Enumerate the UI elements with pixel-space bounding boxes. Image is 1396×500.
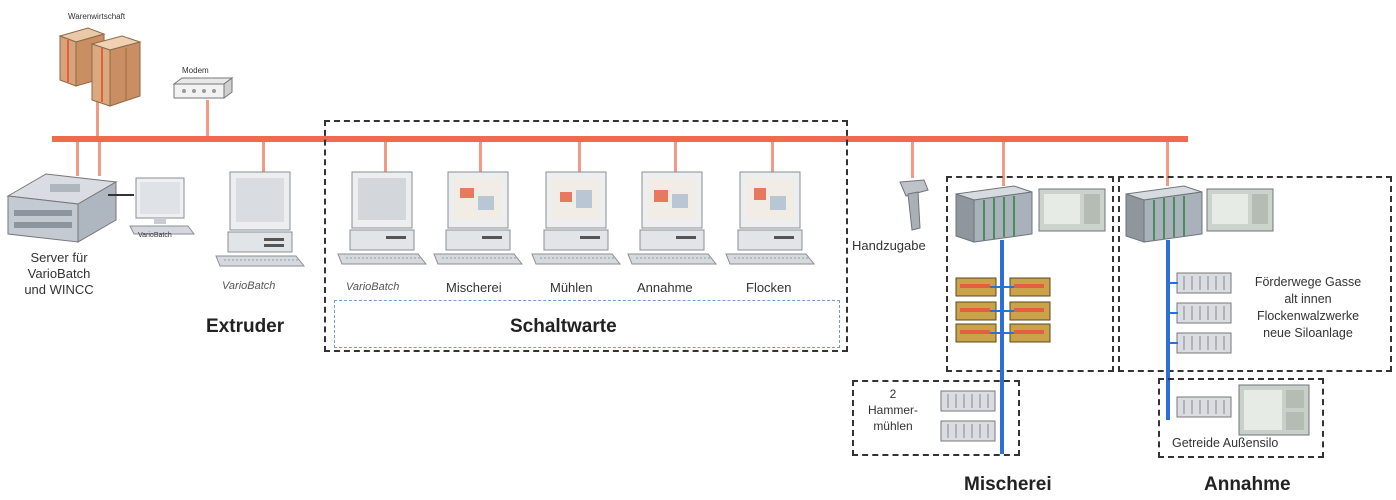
profibus-annahme-branch-1 [1168, 282, 1178, 284]
annahme-note-2: alt innen [1284, 292, 1332, 306]
server-caption-line3: und WINCC [24, 282, 94, 297]
handzugabe-label: Handzugabe [852, 238, 926, 253]
station-label-1: VarioBatch [346, 281, 400, 293]
station-label-2: Mischerei [446, 280, 502, 295]
server-monitor-icon [129, 177, 195, 235]
station-pc-icon-5 [725, 171, 816, 265]
hmi-panel-icon-annahme [1206, 188, 1274, 232]
server-caption-line2: VarioBatch [27, 266, 91, 281]
bus-drop-annahme [1166, 142, 1169, 186]
drive-units-icon [955, 277, 1051, 343]
extruder-pc-icon [215, 171, 306, 267]
plc-rack-icon-mischerei [955, 185, 1033, 243]
annahme-note-4: neue Siloanlage [1263, 326, 1353, 340]
bus-drop-st2 [479, 142, 482, 172]
station-pc-icon-2 [433, 171, 524, 265]
station-pc-icon-3 [531, 171, 622, 265]
schaltwarte-label-box [334, 300, 840, 348]
annahme-note-3: Flockenwalzwerke [1256, 309, 1360, 323]
station-pc-icon-1 [337, 171, 428, 265]
io-module-icon-hammer-2 [940, 420, 996, 442]
bus-drop-extruder [262, 142, 265, 172]
station-pc-icon-4 [627, 171, 718, 265]
profibus-annahme [1166, 240, 1170, 420]
server-caption: Server für VarioBatch und WINCC [14, 250, 104, 298]
profibus-branch-2 [990, 310, 1014, 312]
bus-drop-mischerei [1002, 142, 1005, 186]
annahme-note-1: Förderwege Gasse [1254, 275, 1362, 289]
bus-drop-st4 [674, 142, 677, 172]
plc-rack-icon-annahme [1125, 185, 1203, 243]
hammermuehlen-group [852, 380, 1020, 456]
io-module-icon-silo [1176, 396, 1232, 418]
modem-icon [172, 77, 234, 99]
extruder-pc-label: VarioBatch [222, 280, 276, 292]
profibus-annahme-branch-2 [1168, 312, 1178, 314]
hammer-line1: 2 [889, 387, 897, 401]
server-caption-line1: Server für [30, 250, 88, 265]
io-module-icon-annahme-1 [1176, 272, 1232, 294]
annahme-title: Annahme [1204, 474, 1291, 495]
schaltwarte-title: Schaltwarte [510, 316, 617, 337]
warehouse-label: Warenwirtschaft [68, 12, 126, 21]
server-monitor-label: VarioBatch [138, 232, 172, 239]
annahme-notes: Förderwege Gasse alt innen Flockenwalzwe… [1234, 274, 1382, 342]
barcode-scanner-icon [899, 179, 929, 231]
aussensilo-group [1158, 378, 1324, 458]
hammer-line2: Hammer- [868, 403, 918, 417]
bus-drop-modem [206, 100, 209, 136]
mischerei-group [946, 176, 1114, 372]
bus-drop-server [76, 142, 79, 176]
control-cabinet-icon-silo [1238, 384, 1310, 436]
station-label-4: Annahme [637, 280, 693, 295]
bus-drop-warehouse [96, 100, 99, 136]
station-label-3: Mühlen [550, 280, 593, 295]
annahme-group [1118, 176, 1392, 372]
bus-drop-st5 [771, 142, 774, 172]
bus-drop-st3 [578, 142, 581, 172]
hammer-line3: mühlen [873, 419, 913, 433]
aussensilo-label: Getreide Außensilo [1172, 436, 1279, 450]
bus-drop-server2 [98, 142, 101, 176]
ethernet-bus [52, 136, 1188, 142]
warehouse-server-icon [58, 27, 142, 107]
profibus-annahme-branch-3 [1168, 342, 1178, 344]
hmi-panel-icon-mischerei [1038, 188, 1106, 232]
station-label-5: Flocken [746, 280, 792, 295]
mischerei-title: Mischerei [964, 474, 1052, 495]
profibus-mischerei [1000, 240, 1004, 454]
schaltwarte-group [324, 120, 848, 352]
bus-drop-handzugabe [911, 142, 914, 178]
rack-server-icon [6, 173, 118, 243]
io-module-icon-annahme-3 [1176, 332, 1232, 354]
extruder-title: Extruder [206, 316, 285, 337]
profibus-branch-1 [990, 286, 1014, 288]
io-module-icon-hammer-1 [940, 390, 996, 412]
modem-label: Modem [182, 66, 209, 75]
bus-drop-st1 [384, 142, 387, 172]
io-module-icon-annahme-2 [1176, 302, 1232, 324]
server-link [108, 194, 134, 196]
profibus-branch-3 [990, 332, 1014, 334]
hammermuehlen-label: 2 Hammer- mühlen [858, 386, 928, 434]
